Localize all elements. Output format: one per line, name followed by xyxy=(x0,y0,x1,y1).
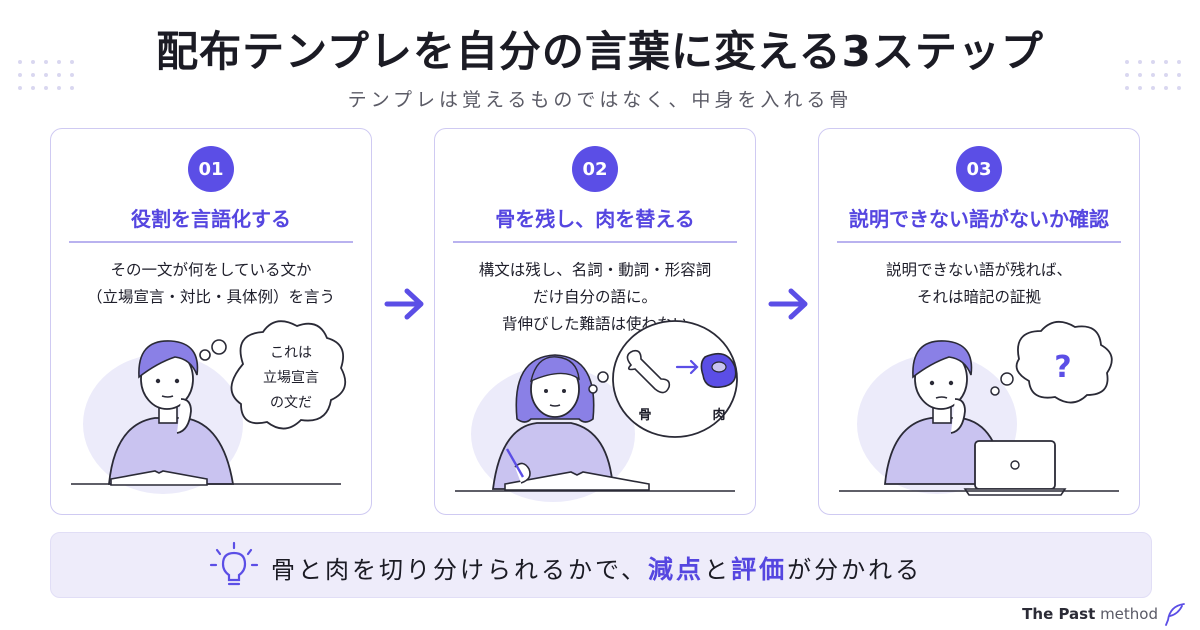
logo-text: The Past method xyxy=(1022,605,1158,623)
step-body-line: だけ自分の語に。 xyxy=(532,288,657,306)
logo-brand: The Past xyxy=(1022,605,1096,623)
step-body-line: それは暗記の証拠 xyxy=(916,288,1041,306)
bone-icon xyxy=(626,349,671,394)
banner-text-part: が分かれる xyxy=(787,556,923,584)
bubble-text: 立場宣言 xyxy=(263,370,319,386)
notebook-icon xyxy=(110,470,208,486)
meat-icon xyxy=(700,352,737,389)
step-card-1: 01 役割を言語化する その一文が何をしている文か （立場宣言・対比・具体例）を… xyxy=(50,128,372,515)
dot-pattern-right xyxy=(1125,60,1181,90)
step-card-3: 03 説明できない語がないか確認 説明できない語が残れば、 それは暗記の証拠 ? xyxy=(818,128,1140,515)
writing-student-illustration: 骨 肉 xyxy=(455,320,738,502)
divider xyxy=(453,241,737,243)
feather-icon xyxy=(1165,603,1185,626)
page-subtitle: テンプレは覚えるものではなく、中身を入れる骨 xyxy=(347,89,853,111)
dot-pattern-left xyxy=(18,60,74,90)
step-card-2: 02 骨を残し、肉を替える 構文は残し、名詞・動詞・形容詞 だけ自分の語に。 背… xyxy=(434,128,756,515)
question-mark: ? xyxy=(1054,350,1071,385)
step-heading: 骨を残し、肉を替える xyxy=(495,207,695,231)
step-body-line: その一文が何をしている文か xyxy=(110,261,312,279)
step-body-line: （立場宣言・対比・具体例）を言う xyxy=(86,288,335,306)
step-number-badge: 01 xyxy=(188,146,234,192)
bulb-icon xyxy=(209,541,259,586)
divider xyxy=(837,241,1121,243)
logo-suffix: method xyxy=(1100,605,1158,623)
page-title: 配布テンプレを自分の言葉に変える3ステップ xyxy=(156,27,1044,76)
arrow-right-icon xyxy=(768,288,808,320)
highlight-evaluation: 評価 xyxy=(731,555,788,584)
laptop-student-illustration: ? xyxy=(839,321,1119,496)
arrow-right-icon xyxy=(384,288,424,320)
step-body: 構文は残し、名詞・動詞・形容詞 だけ自分の語に。 背伸びした難語は使わない xyxy=(435,257,755,338)
highlight-deduction: 減点 xyxy=(648,555,705,584)
step-heading: 説明できない語がないか確認 xyxy=(849,207,1109,231)
step-number-badge: 02 xyxy=(572,146,618,192)
banner-text-part: 骨と肉を切り分けられるかで、 xyxy=(271,556,649,584)
laptop-icon xyxy=(963,440,1067,496)
step-body: その一文が何をしている文か （立場宣言・対比・具体例）を言う xyxy=(51,257,371,311)
bubble-label: 骨 xyxy=(638,408,651,423)
banner-message: 骨と肉を切り分けられるかで、減点と評価が分かれる xyxy=(271,550,922,586)
summary-banner: 骨と肉を切り分けられるかで、減点と評価が分かれる xyxy=(50,532,1152,598)
banner-text-part: と xyxy=(704,556,732,584)
notebook-icon xyxy=(504,471,650,491)
divider xyxy=(69,241,353,243)
brand-logo: The Past method xyxy=(1022,601,1186,627)
step-heading: 役割を言語化する xyxy=(131,207,291,231)
bubble-text: これは xyxy=(270,345,312,361)
step-body-line: 背伸びした難語は使わない xyxy=(501,315,688,333)
bubble-label: 肉 xyxy=(712,407,725,423)
step-body-line: 説明できない語が残れば、 xyxy=(885,261,1072,279)
step-body: 説明できない語が残れば、 それは暗記の証拠 xyxy=(819,257,1139,311)
step-number-badge: 03 xyxy=(956,146,1002,192)
step-body-line: 構文は残し、名詞・動詞・形容詞 xyxy=(478,261,712,279)
thinking-student-illustration: これは 立場宣言 の文だ xyxy=(71,320,347,494)
bubble-text: の文だ xyxy=(270,395,312,411)
